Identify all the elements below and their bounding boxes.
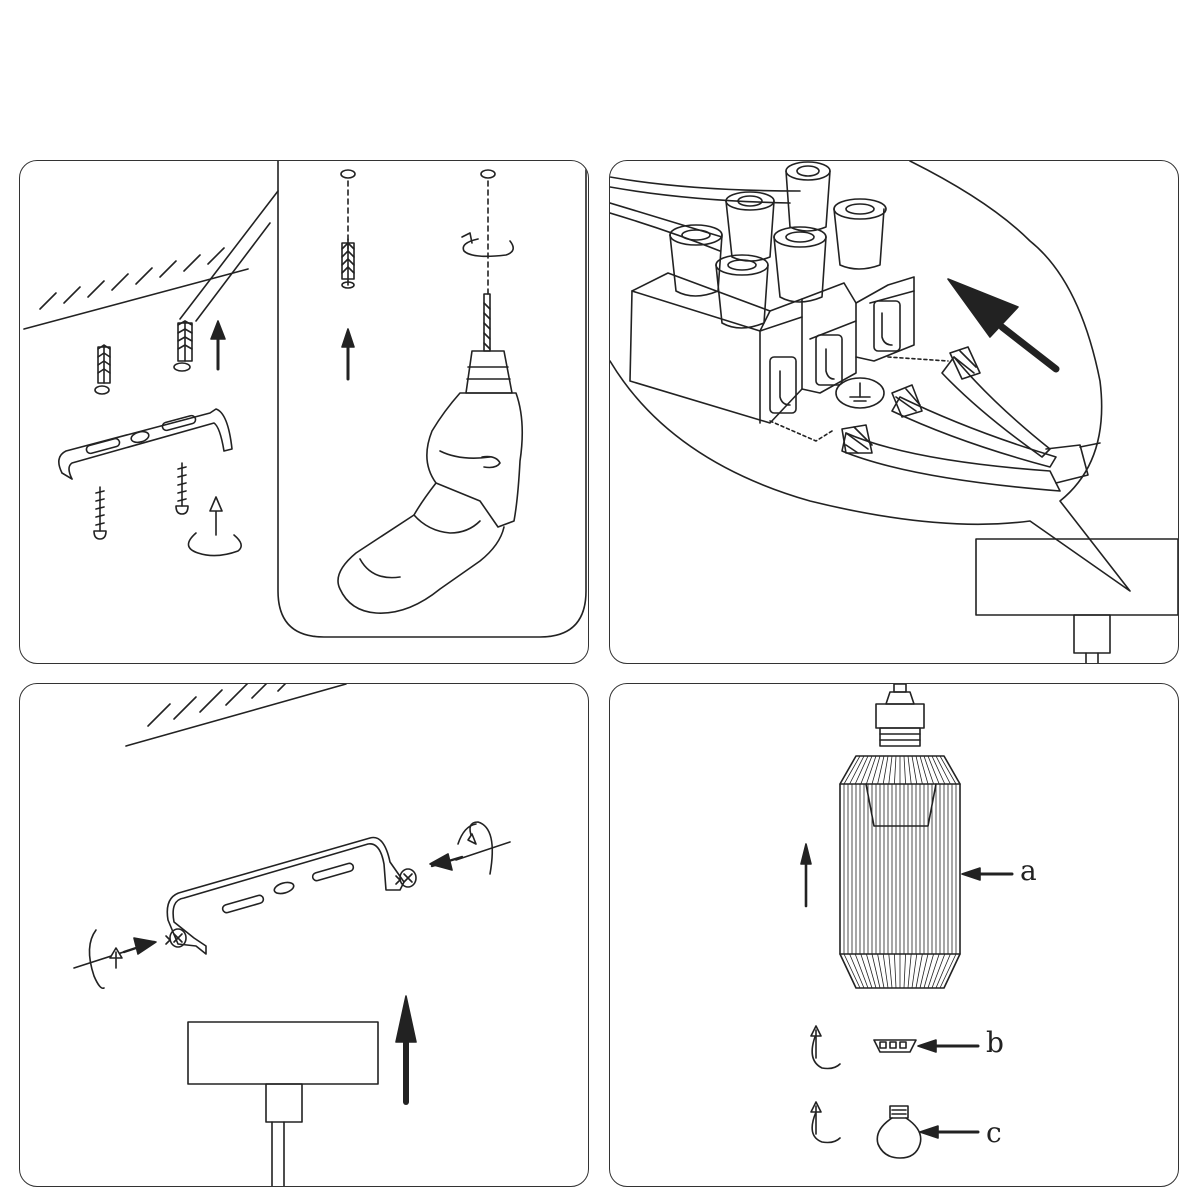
label-a-arrow-icon <box>961 867 1014 881</box>
lampshade-rib <box>888 953 893 989</box>
bracket-screw-right <box>395 868 417 888</box>
lampshade-rib <box>865 755 877 785</box>
lampshade-rib <box>911 755 918 785</box>
step-panel-shade-bulb: a b c <box>609 683 1179 1187</box>
label-c-arrow-icon <box>919 1125 980 1139</box>
power-drill <box>337 293 524 614</box>
lampshade-rib <box>854 953 869 989</box>
stripped-wires <box>841 346 1101 492</box>
lampshade-rib <box>939 755 957 785</box>
step2-illustration <box>610 161 1178 663</box>
rotate-icon <box>810 1101 841 1144</box>
screw-left <box>93 486 107 540</box>
lamp-holder-socket <box>875 684 925 747</box>
screw-in-arrow-icon <box>73 937 157 969</box>
zoom-callout-line <box>179 190 279 320</box>
part-label-a: a <box>1020 854 1037 887</box>
ceiling-canopy <box>187 1021 379 1186</box>
up-arrow-icon <box>800 843 812 908</box>
insert-arrow-icon <box>947 278 1060 373</box>
mounting-bracket <box>58 408 233 480</box>
ceiling-hatch <box>125 684 347 747</box>
lampshade-rib <box>888 755 893 785</box>
lampshade-rib <box>903 953 907 989</box>
light-bulb <box>876 1105 922 1159</box>
rotate-icon <box>457 821 494 875</box>
lampshade-rib <box>849 953 865 989</box>
lampshade-rib <box>871 755 881 785</box>
lampshade-rib <box>931 953 946 989</box>
wall-plug-right <box>173 320 193 372</box>
lampshade-rib <box>877 755 885 785</box>
step3-illustration <box>73 684 511 1186</box>
lampshade-rib <box>935 755 951 785</box>
screw-rotate-icon <box>187 496 242 557</box>
wall-plug-bubble <box>341 238 355 289</box>
lampshade-rib <box>882 755 889 785</box>
drill-holes <box>340 169 496 297</box>
wall-plug-left <box>94 344 111 395</box>
step4-illustration: a b c <box>800 684 1037 1159</box>
rotate-icon <box>810 1025 841 1070</box>
up-arrow-icon <box>210 320 226 371</box>
part-label-c: c <box>986 1116 1002 1149</box>
lampshade-rib <box>843 755 861 785</box>
lampshade-rib <box>911 953 918 989</box>
lampshade-rib <box>923 953 935 989</box>
lampshade-rib <box>893 755 897 785</box>
rotate-icon <box>88 929 123 990</box>
step-panel-drill-mount <box>19 160 589 664</box>
lampshade-rib <box>849 755 865 785</box>
lampshade-rib <box>860 953 873 989</box>
lampshade-rib <box>907 953 912 989</box>
screw-right <box>175 462 189 515</box>
zoom-bubble <box>610 161 1131 592</box>
lampshade-rib <box>843 953 861 989</box>
lampshade-rib <box>915 953 923 989</box>
part-label-b: b <box>986 1026 1004 1059</box>
mounting-bracket <box>166 836 405 955</box>
lampshade-rib <box>893 953 897 989</box>
lampshade-rib <box>854 755 869 785</box>
lampshade-rib <box>865 953 877 989</box>
zoom-bubble <box>277 161 587 638</box>
earth-ground-icon <box>835 377 885 409</box>
step-panel-attach-canopy <box>19 683 589 1187</box>
screw-in-arrow-icon <box>429 841 511 871</box>
lampshade-rib <box>939 953 957 989</box>
lampshade-rib <box>931 755 946 785</box>
lampshade-ribs <box>843 755 957 989</box>
lampshade-rib <box>860 755 873 785</box>
up-arrow-icon <box>395 995 417 1105</box>
lampshade <box>839 755 961 989</box>
bracket-screw-left <box>165 928 187 948</box>
lampshade-rib <box>882 953 889 989</box>
lampshade-rib <box>907 755 912 785</box>
terminal-block <box>629 272 915 424</box>
incoming-wires <box>610 176 801 252</box>
terminal-screw-caps <box>669 161 887 329</box>
lampshade-rib <box>919 755 929 785</box>
step-panel-wiring <box>609 160 1179 664</box>
step1-illustration <box>23 161 587 638</box>
up-arrow-icon <box>341 328 355 381</box>
lampshade-rib <box>871 953 881 989</box>
rotate-icon <box>461 232 514 258</box>
lampshade-rib <box>903 755 907 785</box>
ceiling-canopy <box>975 538 1178 663</box>
shade-ring <box>873 1039 917 1053</box>
lampshade-rib <box>927 953 940 989</box>
lampshade-rib <box>923 755 935 785</box>
lampshade-rib <box>927 755 940 785</box>
lampshade-rib <box>919 953 929 989</box>
label-b-arrow-icon <box>917 1039 980 1053</box>
lampshade-rib <box>935 953 951 989</box>
lampshade-rib <box>877 953 885 989</box>
ceiling-hatch <box>23 247 249 330</box>
lampshade-rib <box>915 755 923 785</box>
